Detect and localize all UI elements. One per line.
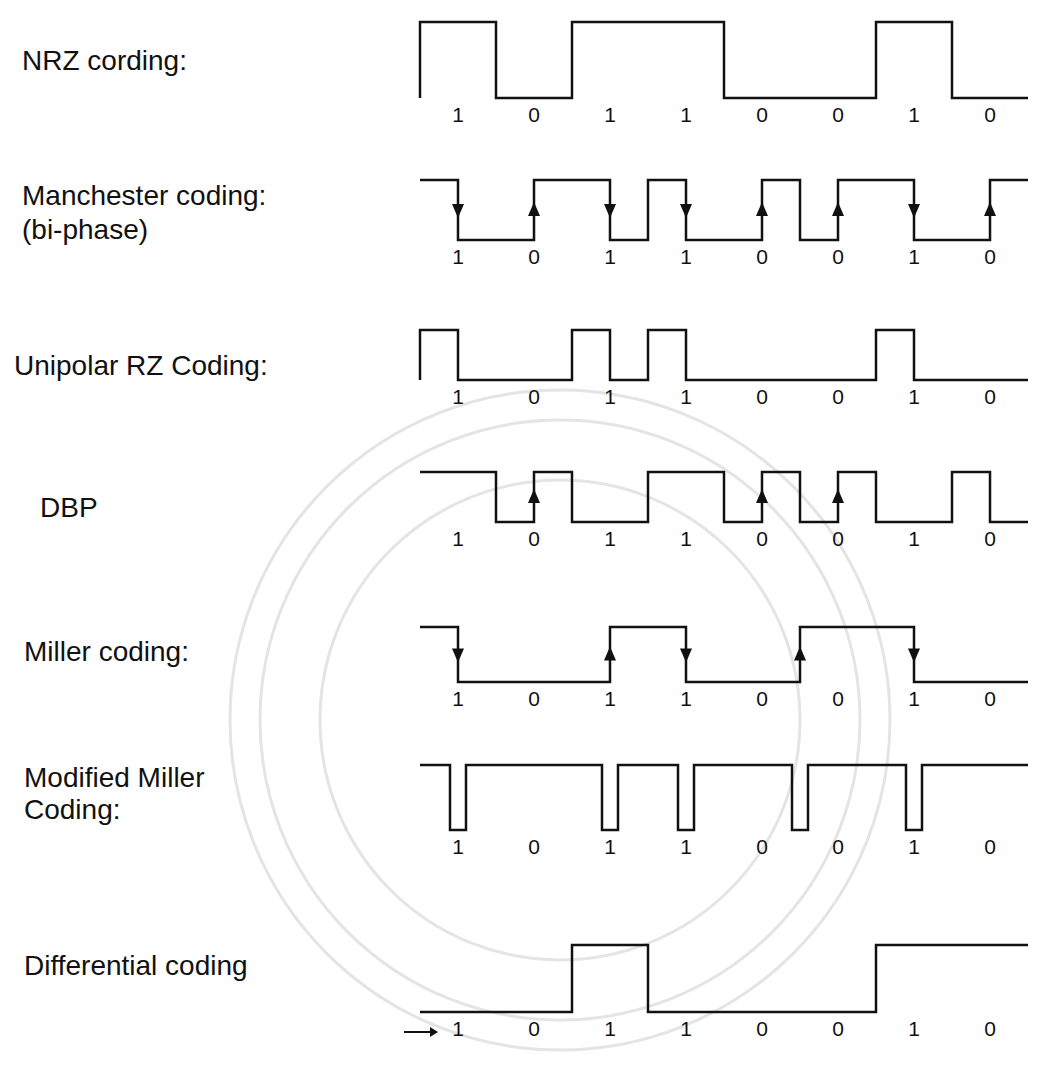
watermark-seal xyxy=(230,390,890,1050)
row-title: (bi-phase) xyxy=(22,214,148,246)
row-title: DBP xyxy=(40,492,98,524)
bit-value: 0 xyxy=(832,527,844,551)
transition-arrow xyxy=(756,202,768,216)
pointer-arrowhead xyxy=(430,1027,438,1037)
bit-value: 1 xyxy=(680,1017,692,1041)
bit-value: 1 xyxy=(604,1017,616,1041)
waveform xyxy=(420,22,1028,98)
transition-arrow xyxy=(604,204,616,218)
bit-value: 0 xyxy=(756,835,768,859)
transition-arrow xyxy=(452,204,464,218)
transition-arrow xyxy=(528,489,540,503)
bit-value: 1 xyxy=(680,687,692,711)
bit-value: 1 xyxy=(908,527,920,551)
bit-value: 0 xyxy=(528,835,540,859)
row-title: Differential coding xyxy=(24,950,248,982)
bit-value: 1 xyxy=(452,385,464,409)
transition-arrow xyxy=(680,649,692,663)
transition-arrow xyxy=(984,202,996,216)
bit-value: 0 xyxy=(984,835,996,859)
bit-value: 1 xyxy=(680,527,692,551)
row-title: Modified Miller Coding: xyxy=(24,762,254,826)
bit-value: 1 xyxy=(908,835,920,859)
bit-value: 1 xyxy=(680,103,692,127)
bit-value: 1 xyxy=(604,687,616,711)
bit-value: 1 xyxy=(604,527,616,551)
bit-value: 1 xyxy=(604,103,616,127)
bit-value: 0 xyxy=(984,527,996,551)
bit-value: 1 xyxy=(908,1017,920,1041)
bit-value: 0 xyxy=(756,527,768,551)
bit-value: 1 xyxy=(604,385,616,409)
bit-value: 0 xyxy=(756,245,768,269)
transition-arrow xyxy=(908,204,920,218)
watermark-ring xyxy=(320,480,800,960)
bit-value: 1 xyxy=(908,103,920,127)
bit-value: 0 xyxy=(984,385,996,409)
transition-arrow xyxy=(452,649,464,663)
bit-value: 1 xyxy=(908,245,920,269)
bit-value: 1 xyxy=(452,245,464,269)
bit-value: 1 xyxy=(680,385,692,409)
bit-value: 0 xyxy=(832,385,844,409)
row-title: Miller coding: xyxy=(24,636,189,668)
bit-value: 1 xyxy=(604,835,616,859)
waveform xyxy=(420,330,1028,380)
waveform xyxy=(420,472,1028,522)
watermark-ring xyxy=(260,420,860,1020)
bit-value: 0 xyxy=(756,687,768,711)
bit-value: 0 xyxy=(756,385,768,409)
bit-value: 0 xyxy=(832,835,844,859)
bit-value: 1 xyxy=(908,687,920,711)
bit-value: 0 xyxy=(832,687,844,711)
bit-value: 1 xyxy=(452,1017,464,1041)
transition-arrow xyxy=(832,202,844,216)
pointer-arrow xyxy=(404,1031,430,1033)
bit-value: 1 xyxy=(452,527,464,551)
transition-arrow xyxy=(756,489,768,503)
transition-arrow xyxy=(794,647,806,661)
row-title: Unipolar RZ Coding: xyxy=(14,350,268,382)
bit-value: 0 xyxy=(832,1017,844,1041)
bit-value: 0 xyxy=(984,1017,996,1041)
bit-value: 1 xyxy=(604,245,616,269)
row-title: Manchester coding: xyxy=(22,180,266,212)
bit-value: 0 xyxy=(528,103,540,127)
bit-value: 0 xyxy=(984,687,996,711)
transition-arrow xyxy=(604,647,616,661)
bit-value: 1 xyxy=(680,835,692,859)
transition-arrow xyxy=(528,202,540,216)
bit-value: 0 xyxy=(528,527,540,551)
bit-value: 0 xyxy=(984,103,996,127)
bit-value: 1 xyxy=(452,687,464,711)
bit-value: 0 xyxy=(528,687,540,711)
waveform xyxy=(420,180,1028,240)
row-title: NRZ cording: xyxy=(22,45,187,77)
waveform xyxy=(420,945,1028,1012)
bit-value: 1 xyxy=(452,835,464,859)
bit-value: 1 xyxy=(680,245,692,269)
bit-value: 1 xyxy=(908,385,920,409)
bit-value: 0 xyxy=(528,1017,540,1041)
watermark-ring xyxy=(230,390,890,1050)
bit-value: 0 xyxy=(984,245,996,269)
bit-value: 0 xyxy=(528,385,540,409)
bit-value: 1 xyxy=(452,103,464,127)
bit-value: 0 xyxy=(756,103,768,127)
bit-value: 0 xyxy=(756,1017,768,1041)
transition-arrow xyxy=(680,204,692,218)
waveform xyxy=(420,627,1028,682)
bit-value: 0 xyxy=(832,245,844,269)
transition-arrow xyxy=(832,489,844,503)
waveform xyxy=(420,765,1028,830)
transition-arrow xyxy=(908,649,920,663)
bit-value: 0 xyxy=(832,103,844,127)
bit-value: 0 xyxy=(528,245,540,269)
